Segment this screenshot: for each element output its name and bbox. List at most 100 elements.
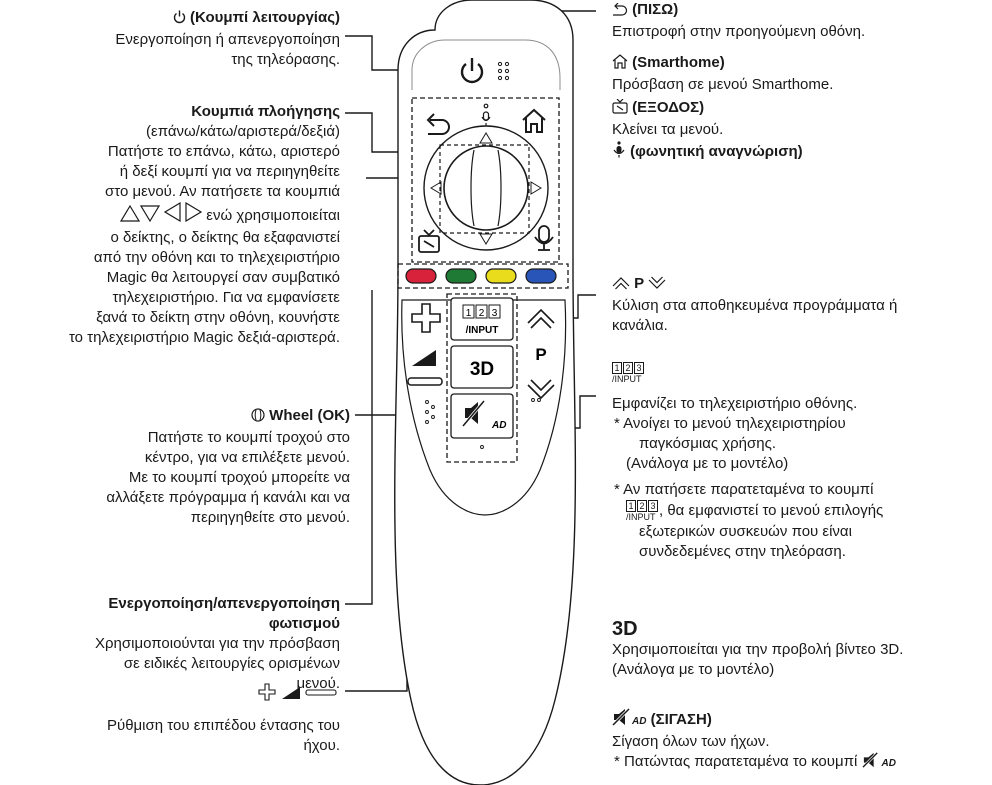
color-buttons (405, 268, 557, 284)
backlight-title-1: Ενεργοποίηση/απενεργοποίηση (108, 595, 340, 612)
navigation-desc-3: ή δεξί κουμπί για να περιηγηθείτε (119, 163, 340, 180)
input-button-graphic: 1 2 3 /INPUT (450, 297, 514, 341)
mute-note-icon (861, 751, 881, 774)
navigation-arrows-text: ενώ χρησιμοποιείται (206, 207, 340, 224)
mute-note-ad-label: AD (881, 758, 896, 769)
mute-desc: Σίγαση όλων των ήχων. (612, 733, 770, 750)
volume-wedge-icon (412, 350, 436, 366)
volume-desc-1: Ρύθμιση του επιπέδου έντασης του (106, 717, 340, 734)
three-d-desc-2: (Ανάλογα με το μοντέλο) (612, 661, 775, 678)
remote-input-digit-1: 1 (466, 308, 472, 319)
navigation-desc-1: (επάνω/κάτω/αριστερά/δεξιά) (146, 123, 340, 140)
backlight-title-2: φωτισμού (268, 615, 340, 632)
wheel-desc-1: Πατήστε το κουμπί τροχού στο (147, 429, 350, 446)
input-note2-2: , θα εμφανιστεί το μενού επιλογής (659, 501, 884, 519)
wheel-desc-2: κέντρο, για να επιλέξετε μενού. (144, 449, 350, 466)
exit-desc: Κλείνει τα μενού. (612, 121, 724, 138)
back-desc: Επιστροφή στην προηγούμενη οθόνη. (612, 23, 866, 40)
power-button-graphic (460, 58, 484, 84)
wheel-icon (251, 408, 265, 428)
input-note1-1: * Ανοίγει το μενού τηλεχειριστηρίου (614, 415, 846, 432)
input-note1-3: (Ανάλογα με το μοντέλο) (626, 455, 789, 472)
program-down-icon (648, 276, 666, 296)
input-desc: Εμφανίζει το τηλεχειριστήριο οθόνης. (612, 395, 858, 412)
voice-section: (φωνητική αναγνώριση) (612, 141, 987, 164)
remote-3d-label: 3D (470, 359, 494, 380)
home-desc: Πρόσβαση σε μενού Smarthome. (612, 76, 834, 93)
color-button-1 (405, 268, 437, 284)
home-section: (Smarthome) Πρόσβαση σε μενού Smarthome. (612, 53, 987, 95)
volume-legend-icons (256, 682, 340, 708)
mute-ad-label: AD (632, 716, 647, 727)
input-note1-2: παγκόσμιας χρήσης. (639, 435, 777, 452)
volume-desc-2: ήχου. (303, 737, 340, 754)
power-title: (Κουμπί λειτουργίας) (190, 9, 340, 26)
three-d-desc-1: Χρησιμοποιείται για την προβολή βίντεο 3… (612, 641, 904, 658)
program-rocker-graphic (527, 308, 555, 400)
nav-dashed-area (411, 97, 560, 263)
mute-section: AD (ΣΙΓΑΣΗ) Σίγαση όλων των ήχων. * Πατώ… (611, 707, 992, 774)
arrow-left-icon (163, 201, 181, 228)
voice-legend-icon (612, 141, 626, 164)
wheel-section: Wheel (OK) Πατήστε το κουμπί τροχού στο … (60, 406, 350, 528)
program-desc-1: Κύλιση στα αποθηκευμένα προγράμματα ή (612, 297, 898, 314)
mute-button-graphic: AD (450, 393, 514, 449)
program-dots (531, 398, 541, 402)
exit-legend-icon (612, 98, 628, 120)
leader-lines (345, 10, 596, 692)
volume-plus-icon (411, 303, 441, 333)
power-indicator-dots (497, 61, 510, 81)
function-dashed-column (446, 293, 518, 463)
leader-backlight (345, 290, 373, 605)
volume-minus-icon (407, 377, 443, 386)
remote-input-digit-3: 3 (492, 308, 498, 319)
backlight-section: Ενεργοποίηση/απενεργοποίηση φωτισμού Χρη… (60, 594, 340, 694)
exit-icon (418, 229, 440, 253)
navigation-desc-6: από την οθόνη και το τηλεχειριστήριο (93, 249, 340, 266)
backlight-desc-1: Χρησιμοποιούνται για την πρόσβαση (95, 635, 340, 652)
navigation-desc-10: το τηλεχειριστήριο Magic δεξιά-αριστερά. (68, 329, 340, 346)
home-title: (Smarthome) (632, 54, 725, 71)
exit-section: (ΕΞΟΔΟΣ) Κλείνει τα μενού. (612, 98, 987, 140)
input-note2-4: συνδεδεμένες στην τηλεόραση. (639, 543, 846, 560)
three-d-label: 3D (612, 618, 638, 640)
mute-note: * Πατώντας παρατεταμένα το κουμπί (614, 753, 858, 770)
remote-p-label: P (535, 345, 546, 364)
voice-title: (φωνητική αναγνώριση) (630, 143, 803, 160)
remote-input-label: /INPUT (466, 325, 499, 336)
voice-mic-icon (534, 225, 554, 251)
input-note2-3: εξωτερικών συσκευών που είναι (639, 523, 852, 540)
wheel-desc-4: αλλάξετε πρόγραμμα ή κανάλι και να (106, 489, 350, 506)
color-button-2 (445, 268, 477, 284)
input-legend-label: /INPUT (612, 374, 642, 384)
remote-ad-label: AD (491, 420, 506, 431)
remote-input-digit-2: 2 (479, 308, 485, 319)
power-desc-1: Ενεργοποίηση ή απενεργοποίηση (115, 31, 340, 48)
color-button-3 (485, 268, 517, 284)
navigation-desc-4: στο μενού. Αν πατήσετε τα κουμπιά (105, 183, 340, 200)
wheel-title: Wheel (OK) (269, 407, 350, 424)
input-digit-1: 1 (612, 362, 622, 374)
wheel-graphic (423, 125, 549, 251)
backlight-desc-3: μενού. (296, 675, 340, 692)
back-legend-icon (612, 2, 628, 22)
three-d-button-graphic: 3D (450, 345, 514, 389)
wheel-desc-3: Με το κουμπί τροχού μπορείτε να (128, 469, 350, 486)
navigation-desc-9: ξανά το δείκτη στην οθόνη, κουνήστε (96, 309, 340, 326)
three-d-section: 3D Χρησιμοποιείται για την προβολή βίντε… (612, 618, 992, 680)
remote-body (394, 0, 577, 785)
program-label: P (634, 275, 644, 292)
arrow-up-icon (119, 204, 140, 228)
arrow-down-icon (139, 205, 160, 228)
back-section: (ΠΙΣΩ) Επιστροφή στην προηγούμενη οθόνη. (612, 0, 987, 42)
wheel-desc-5: περιηγηθείτε στο μενού. (190, 509, 350, 526)
navigation-desc-5: ο δείκτης, ο δείκτης θα εξαφανιστεί (110, 229, 340, 246)
home-legend-icon (612, 54, 628, 75)
power-icon (173, 10, 186, 30)
color-button-4 (525, 268, 557, 284)
volume-section: Ρύθμιση του επιπέδου έντασης του ήχου. (60, 682, 340, 756)
